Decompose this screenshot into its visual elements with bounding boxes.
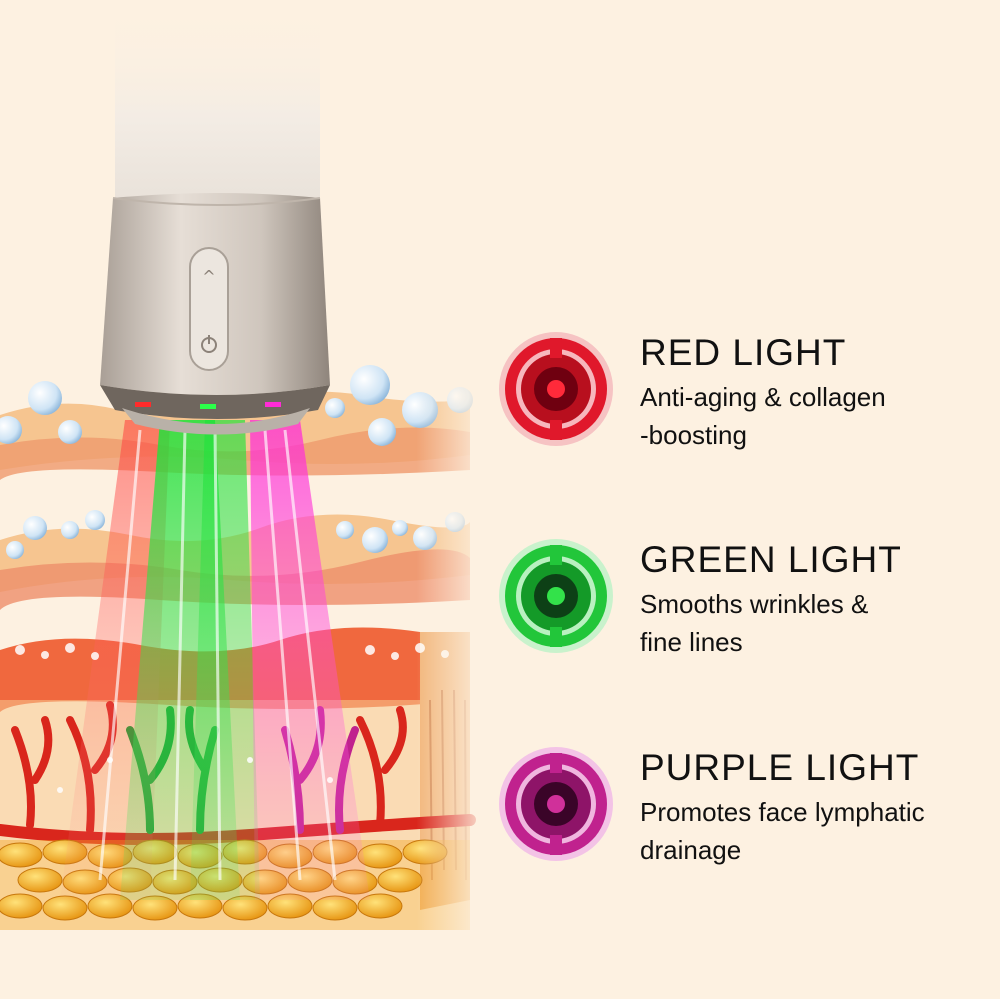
feature-description: Smooths wrinkles & fine lines (640, 589, 869, 657)
green-light-ring-icon (499, 539, 613, 653)
feature-purple-light: PURPLE LIGHT Promotes face lymphatic dra… (497, 745, 997, 865)
feature-green-light: GREEN LIGHT Smooths wrinkles & fine line… (497, 537, 997, 657)
red-light-ring-icon (499, 332, 613, 446)
purple-light-ring-icon (499, 747, 613, 861)
feature-title: GREEN LIGHT (640, 539, 902, 580)
feature-description: Promotes face lymphatic drainage (640, 797, 925, 865)
feature-description: Anti-aging & collagen -boosting (640, 382, 886, 450)
feature-red-light: RED LIGHT Anti-aging & collagen -boostin… (497, 330, 997, 450)
skin-light-therapy-illustration: ^ (0, 0, 490, 999)
feature-title: PURPLE LIGHT (640, 747, 920, 788)
feature-title: RED LIGHT (640, 332, 847, 373)
